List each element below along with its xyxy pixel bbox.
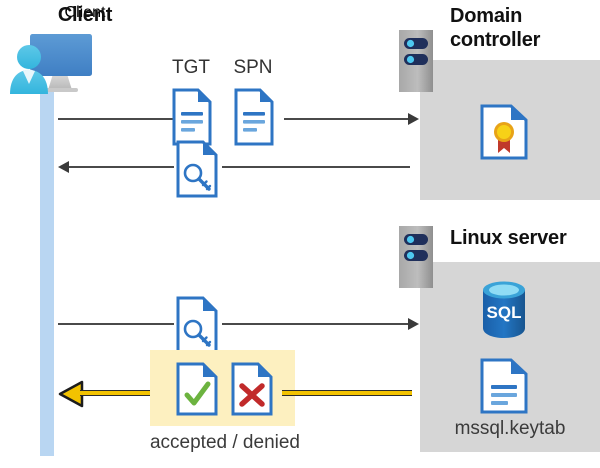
auth-result-highlight [150, 350, 295, 426]
domain-controller-title-line2: controller [450, 29, 541, 51]
denied-document-icon [231, 362, 273, 416]
key-document-icon-request [176, 296, 218, 354]
sql-icon-text: SQL [487, 303, 522, 322]
client-title: Client [57, 4, 113, 26]
accepted-denied-label: accepted / denied [149, 432, 300, 453]
client-monitor-user-icon [4, 26, 104, 96]
message-line-auth-result-left [80, 390, 150, 396]
sql-database-icon: SQL [476, 278, 532, 340]
client-label: Client [64, 4, 106, 21]
linux-server-server-icon [396, 222, 440, 292]
spn-document-icon [234, 88, 274, 146]
message-arrowhead-service-ticket [58, 161, 69, 173]
domain-controller-title-line1: Domain [450, 5, 523, 27]
certificate-document-icon [480, 104, 528, 160]
keytab-file-label: mssql.keytab [454, 418, 566, 439]
message-line-auth-result-right [282, 390, 412, 396]
message-line-tgt-spn-left [58, 118, 174, 120]
domain-controller-server-icon [396, 26, 440, 96]
message-line-present-ticket-right [222, 323, 410, 325]
linux-server-title: Linux server [450, 227, 567, 249]
message-arrowhead-present-ticket [408, 318, 419, 330]
message-line-service-ticket-right [222, 166, 410, 168]
message-arrowhead-tgt-spn [408, 113, 419, 125]
tgt-label: TGT [172, 57, 210, 78]
client-lifeline [40, 88, 54, 456]
message-line-present-ticket-left [58, 323, 174, 325]
tgt-document-icon [172, 88, 212, 146]
message-line-service-ticket-left [69, 166, 174, 168]
key-document-icon-response [176, 140, 218, 198]
message-line-tgt-spn-right [284, 118, 409, 120]
keytab-document-icon [480, 358, 528, 414]
spn-label: SPN [233, 57, 273, 78]
accepted-document-icon [176, 362, 218, 416]
